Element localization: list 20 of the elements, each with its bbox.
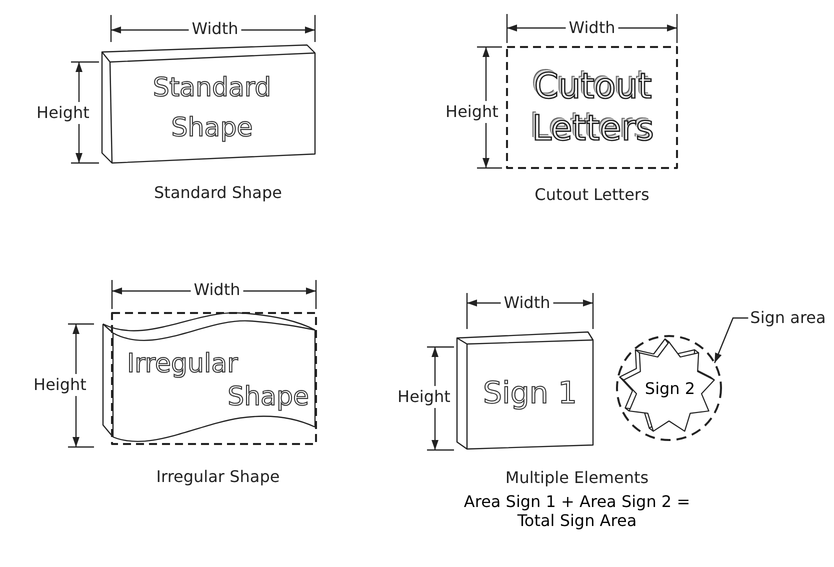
dimension-label: Width	[504, 293, 550, 313]
dimension-label: Width	[192, 19, 238, 39]
caption: Cutout Letters	[534, 185, 650, 205]
caption: Standard Shape	[154, 183, 282, 203]
leader-line	[714, 317, 748, 364]
dimension-label: Height	[36, 103, 90, 123]
dimension-label: Height	[398, 387, 450, 407]
sign-lettering: Sign 1	[482, 376, 578, 412]
caption: Irregular Shape	[156, 467, 280, 487]
cutout-lettering: Cutout Letters	[532, 66, 654, 150]
dimension-label: Height	[446, 102, 498, 122]
formula-text: Area Sign 1 + Area Sign 2 = Total Sign Area	[462, 492, 692, 530]
sign-lettering: Irregular Shape	[127, 348, 309, 414]
sign-lettering: Standard Shape	[152, 72, 272, 145]
dimension-label: Width	[194, 280, 240, 300]
sign-lettering: Sign 2	[644, 379, 696, 399]
dimension-label: Width	[568, 18, 616, 38]
dimension-label: Height	[34, 375, 86, 395]
callout-text: Sign area	[750, 308, 826, 328]
caption: Multiple Elements	[505, 468, 649, 488]
